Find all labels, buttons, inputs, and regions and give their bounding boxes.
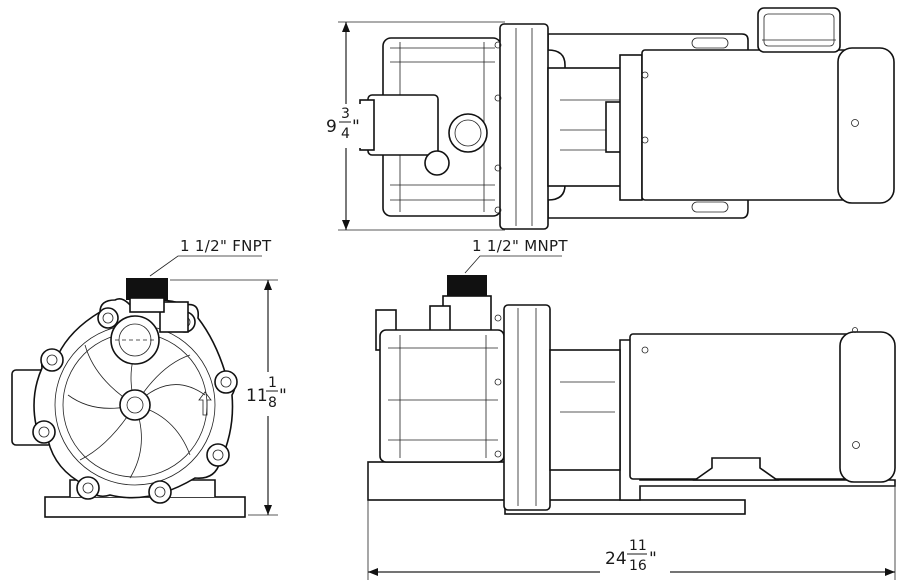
top-height-den: 4 [341,126,350,142]
side-view: 1 1/2" MNPT [367,237,896,515]
front-view: 1 1/2" FNPT 11 1 8 " [11,237,290,518]
length-unit: " [649,549,657,569]
inlet-callout: 1 1/2" FNPT [180,237,272,255]
side-height-den: 8 [268,395,277,411]
outlet-callout: 1 1/2" MNPT [472,237,568,255]
top-height-num: 3 [341,106,350,122]
top-view: 9 3 4 " [326,7,895,231]
side-height-num: 1 [268,375,277,391]
side-height-whole: 11 [246,386,268,406]
length-num: 11 [629,538,647,554]
overall-length-dimension: 24 11 16 " [367,462,896,580]
length-den: 16 [629,558,647,574]
side-height-unit: " [279,386,287,406]
top-height-unit: " [352,117,360,137]
length-whole: 24 [605,549,627,569]
top-height-whole: 9 [326,117,337,137]
